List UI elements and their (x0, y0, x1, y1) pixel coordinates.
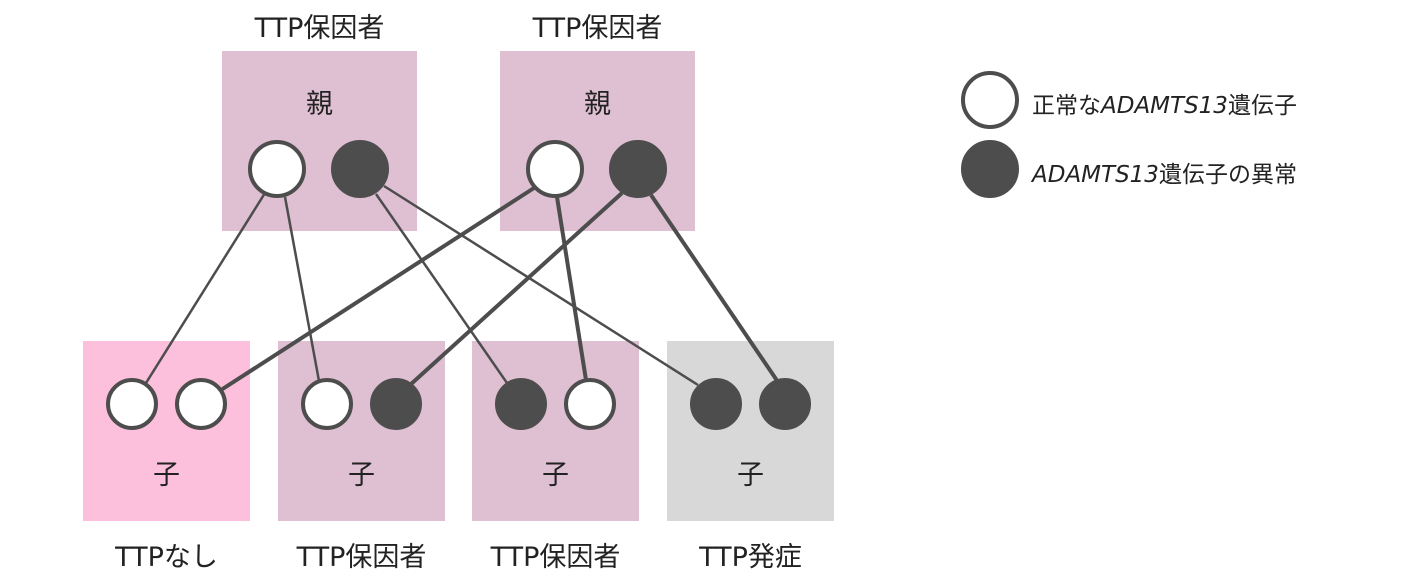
line-p2-normal-to-c1 (219, 186, 536, 392)
child-3-allele-2-icon (564, 378, 616, 430)
line-p1-abnormal-to-c4 (383, 184, 699, 387)
child-1-box-label: 子 (153, 460, 180, 491)
legend-abnormal-icon (961, 140, 1019, 198)
parent-1-status-label: TTP保因者 (254, 13, 385, 44)
child-4-status-label: TTP発症 (699, 542, 802, 573)
line-p1-normal-to-c1 (144, 192, 267, 384)
child-2-allele-1-icon (301, 378, 353, 430)
legend-abnormal-suffix: 遺伝子の異常 (1158, 162, 1297, 188)
line-p1-normal-to-c2 (283, 196, 321, 382)
child-4-allele-1-icon (690, 378, 742, 430)
child-2-allele-2-icon (370, 378, 422, 430)
line-p2-abnormal-to-c2 (408, 191, 624, 387)
parent-box-1 (222, 51, 417, 231)
child-4-allele-2-icon (759, 378, 811, 430)
child-1-allele-1-icon (106, 378, 158, 430)
legend-abnormal-label: ADAMTS13遺伝子の異常 (1032, 155, 1297, 189)
parent-box-2 (500, 51, 695, 231)
parent-2-normal-allele-icon (526, 140, 584, 198)
child-box-4 (667, 341, 834, 521)
child-2-status-label: TTP保因者 (296, 542, 427, 573)
parent-2-abnormal-allele-icon (609, 140, 667, 198)
child-1-status-label: TTPなし (115, 542, 218, 573)
child-3-box-label: 子 (542, 460, 569, 491)
parent-1-box-label: 親 (306, 89, 333, 120)
line-p2-normal-to-c3 (555, 196, 588, 381)
parent-2-box-label: 親 (584, 89, 611, 120)
legend-normal-suffix: 遺伝子 (1227, 93, 1297, 119)
line-p2-abnormal-to-c4 (649, 193, 780, 384)
child-3-allele-1-icon (495, 378, 547, 430)
parent-2-status-label: TTP保因者 (532, 13, 663, 44)
child-4-box-label: 子 (737, 460, 764, 491)
child-2-box-label: 子 (348, 460, 375, 491)
legend-normal-icon (961, 71, 1019, 129)
child-3-status-label: TTP保因者 (490, 542, 621, 573)
child-1-allele-2-icon (175, 378, 227, 430)
parent-1-normal-allele-icon (248, 140, 306, 198)
child-box-1 (83, 341, 250, 521)
legend-normal-gene: ADAMTS13 (1101, 93, 1228, 119)
legend-abnormal-gene: ADAMTS13 (1032, 162, 1159, 188)
child-box-2 (278, 341, 445, 521)
legend-normal-prefix: 正常な (1032, 93, 1101, 119)
legend-normal-label: 正常なADAMTS13遺伝子 (1032, 86, 1297, 120)
line-p1-abnormal-to-c3 (374, 193, 509, 384)
parent-1-abnormal-allele-icon (331, 140, 389, 198)
